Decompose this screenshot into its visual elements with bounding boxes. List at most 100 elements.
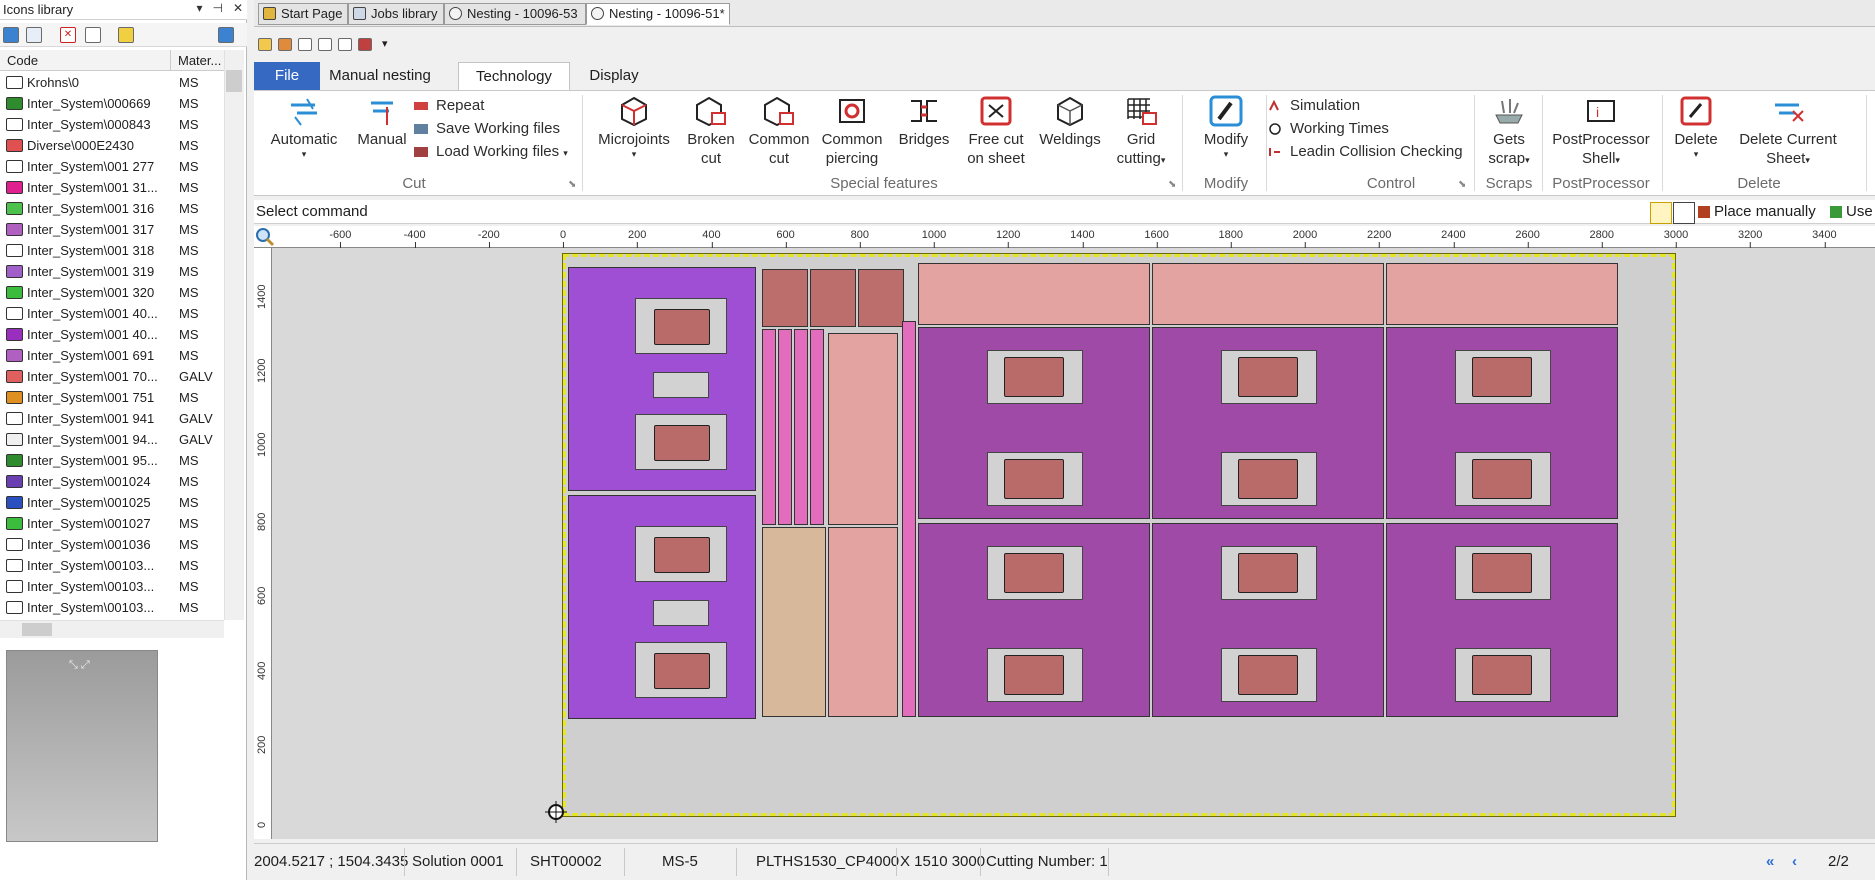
report-icon[interactable] bbox=[358, 38, 372, 51]
simulation-button[interactable]: Simulation bbox=[1266, 95, 1360, 117]
common-piercing-button[interactable]: Common piercing bbox=[814, 95, 890, 168]
vertical-scrollbar[interactable] bbox=[224, 50, 244, 620]
box-icon[interactable] bbox=[85, 27, 101, 43]
panel-menu-icon[interactable]: ▾ bbox=[196, 1, 203, 15]
free-cut-on-sheet-button[interactable]: Free cut on sheet bbox=[960, 95, 1032, 168]
list-item[interactable]: Inter_System\00103...MS bbox=[0, 576, 224, 597]
manual-button[interactable]: Manual bbox=[350, 95, 414, 149]
open-folder-icon[interactable] bbox=[258, 38, 272, 51]
working-times-button[interactable]: Working Times bbox=[1266, 118, 1389, 140]
control-launcher-icon[interactable]: ⬊ bbox=[1458, 179, 1467, 190]
expand-icon[interactable]: ⤡ ⤢ bbox=[69, 659, 90, 671]
part-rack[interactable] bbox=[1386, 263, 1618, 325]
microjoints-button[interactable]: Microjoints ▾ bbox=[592, 95, 676, 159]
part-plate-large[interactable] bbox=[568, 267, 756, 491]
vertical-scroll-thumb[interactable] bbox=[226, 70, 242, 92]
special-launcher-icon[interactable]: ⬊ bbox=[1168, 179, 1177, 190]
tab-manual-nesting[interactable]: Manual nesting bbox=[329, 67, 431, 84]
part-comb[interactable] bbox=[828, 527, 898, 717]
material-column-header[interactable]: Mater... bbox=[178, 53, 222, 68]
cut-launcher-icon[interactable]: ⬊ bbox=[568, 179, 577, 190]
grid-cutting-button[interactable]: Grid cutting▾ bbox=[1108, 95, 1174, 170]
save-working-files-button[interactable]: Save Working files bbox=[412, 118, 560, 140]
part-strip[interactable] bbox=[762, 329, 776, 525]
part-plate-large[interactable] bbox=[568, 495, 756, 719]
part-long-strip[interactable] bbox=[902, 321, 916, 717]
horizontal-scrollbar[interactable] bbox=[0, 620, 224, 638]
modify-button[interactable]: Modify ▾ bbox=[1190, 95, 1262, 159]
open-recent-icon[interactable] bbox=[278, 38, 292, 51]
part-icon[interactable] bbox=[118, 27, 134, 43]
panel-close-icon[interactable]: ✕ bbox=[232, 1, 243, 15]
part-comb[interactable] bbox=[828, 333, 898, 525]
broken-cut-button[interactable]: Broken cut bbox=[680, 95, 742, 168]
part-small-plate[interactable] bbox=[762, 269, 808, 327]
part-small-plate[interactable] bbox=[810, 269, 856, 327]
part-panel[interactable] bbox=[1386, 523, 1618, 717]
list-item[interactable]: Inter_System\001 70...GALV bbox=[0, 366, 224, 387]
part-comb-tan[interactable] bbox=[762, 527, 826, 717]
use-toggle[interactable]: Use bbox=[1830, 202, 1873, 222]
leadin-collision-button[interactable]: Leadin Collision Checking bbox=[1266, 141, 1463, 163]
tab-display[interactable]: Display bbox=[589, 67, 639, 84]
gets-scrap-button[interactable]: Gets scrap▾ bbox=[1482, 95, 1536, 170]
previous-page-icon[interactable]: ‹ bbox=[1792, 853, 1797, 870]
code-view-icon[interactable] bbox=[1673, 202, 1695, 224]
tab-technology[interactable]: Technology bbox=[458, 62, 570, 90]
delete-button[interactable]: Delete ▾ bbox=[1666, 95, 1726, 159]
list-item[interactable]: Inter_System\00103...MS bbox=[0, 597, 224, 618]
common-cut-button[interactable]: Common cut bbox=[746, 95, 812, 168]
customize-dropdown-icon[interactable]: ▾ bbox=[382, 38, 388, 50]
part-panel[interactable] bbox=[1152, 327, 1384, 519]
list-item[interactable]: Inter_System\001 31...MS bbox=[0, 177, 224, 198]
save-as-icon[interactable] bbox=[318, 38, 332, 51]
panel-pin-icon[interactable]: ⊣ bbox=[212, 1, 223, 15]
horizontal-scroll-thumb[interactable] bbox=[22, 623, 52, 636]
bridges-button[interactable]: Bridges bbox=[892, 95, 956, 149]
delete-current-sheet-button[interactable]: Delete Current Sheet▾ bbox=[1732, 95, 1844, 170]
automatic-button[interactable]: Automatic ▾ bbox=[264, 95, 344, 159]
save-icon[interactable] bbox=[298, 38, 312, 51]
lock-icon[interactable] bbox=[1650, 202, 1672, 224]
list-item[interactable]: Inter_System\001 40...MS bbox=[0, 324, 224, 345]
place-manually-toggle[interactable]: Place manually bbox=[1698, 202, 1816, 222]
tab-jobs-library[interactable]: Jobs library bbox=[348, 3, 444, 25]
list-item[interactable]: Inter_System\001 95...MS bbox=[0, 450, 224, 471]
part-small-plate[interactable] bbox=[858, 269, 904, 327]
tab-file[interactable]: File bbox=[254, 62, 320, 90]
tab-start-page[interactable]: Start Page bbox=[258, 3, 348, 25]
repeat-button[interactable]: Repeat bbox=[412, 95, 484, 117]
refresh-icon[interactable] bbox=[3, 27, 19, 43]
postprocessor-shell-button[interactable]: i PostProcessor Shell▾ bbox=[1546, 95, 1656, 170]
list-item[interactable]: Inter_System\001 94...GALV bbox=[0, 429, 224, 450]
part-panel[interactable] bbox=[918, 523, 1150, 717]
part-panel[interactable] bbox=[1152, 523, 1384, 717]
part-panel[interactable] bbox=[1386, 327, 1618, 519]
export-icon[interactable] bbox=[338, 38, 352, 51]
part-strip[interactable] bbox=[810, 329, 824, 525]
list-item[interactable]: Inter_System\001 40...MS bbox=[0, 303, 224, 324]
first-page-icon[interactable]: « bbox=[1766, 853, 1775, 870]
part-strip[interactable] bbox=[794, 329, 808, 525]
tab-nesting-10096-51[interactable]: Nesting - 10096-51* bbox=[586, 3, 730, 25]
delete-icon[interactable]: ✕ bbox=[60, 27, 76, 43]
view-options-icon[interactable] bbox=[218, 27, 234, 43]
tab-nesting-10096-53[interactable]: Nesting - 10096-53 bbox=[444, 3, 586, 25]
zoom-icon[interactable] bbox=[255, 227, 275, 247]
sheet[interactable] bbox=[562, 253, 1676, 817]
part-panel[interactable] bbox=[918, 327, 1150, 519]
